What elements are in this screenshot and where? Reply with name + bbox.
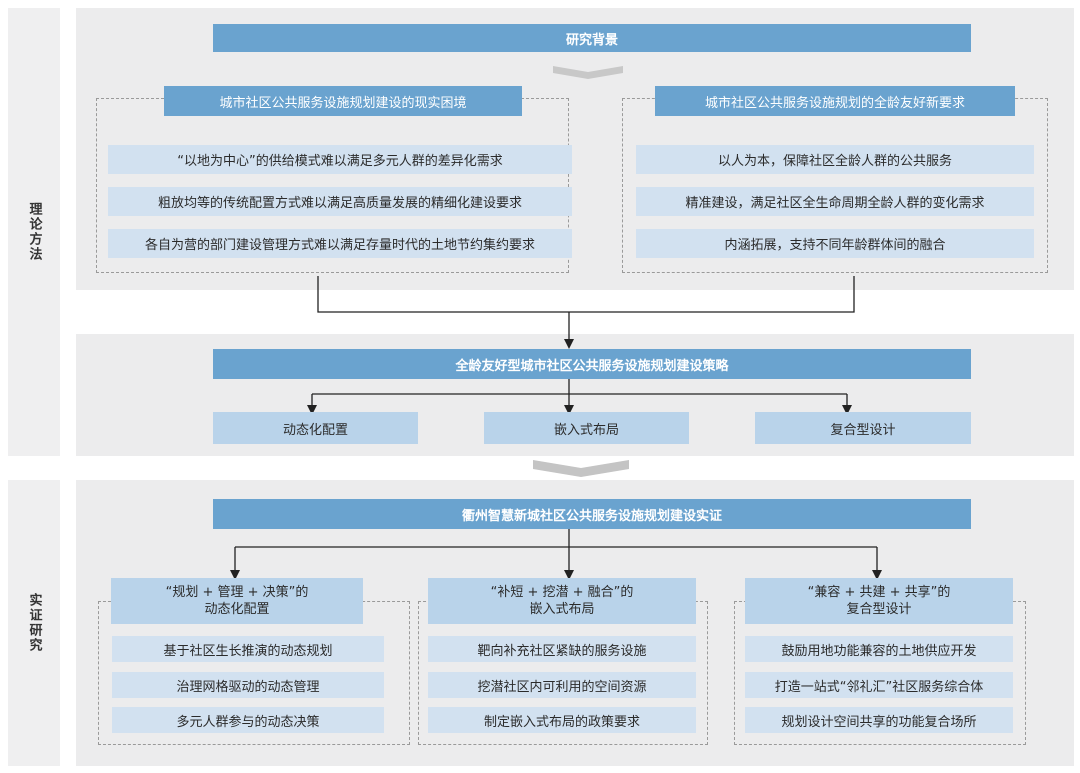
group1-heading-line1: “规划 + 管理 + 决策”的 [165,585,309,600]
group1-item-1: 基于社区生长推演的动态规划 [112,636,384,662]
side-label-empirical: 实证研究 [8,480,60,766]
left-item-3: 各自为营的部门建设管理方式难以满足存量时代的土地节约集约要求 [108,229,572,258]
group2-heading-line1: “补短 + 挖潜 + 融合”的 [490,585,634,600]
group3-item-1: 鼓励用地功能兼容的土地供应开发 [745,636,1013,662]
left-item-1: “以地为中心”的供给模式难以满足多元人群的差异化需求 [108,145,572,174]
group2-item-1: 靶向补充社区紧缺的服务设施 [428,636,696,662]
research-background-bar: 研究背景 [213,24,971,52]
group3-heading: “兼容 + 共建 + 共享”的 复合型设计 [745,578,1013,624]
chevron-down-icon [533,460,629,477]
right-item-2: 精准建设，满足社区全生命周期全龄人群的变化需求 [636,187,1034,216]
group3-item-2: 打造一站式“邻礼汇”社区服务综合体 [745,672,1013,698]
group1-item-2: 治理网格驱动的动态管理 [112,672,384,698]
group1-heading: “规划 + 管理 + 决策”的 动态化配置 [111,578,363,624]
right-heading: 城市社区公共服务设施规划的全龄友好新要求 [655,86,1015,116]
strategy-item-1: 动态化配置 [213,412,418,444]
strategy-bar: 全龄友好型城市社区公共服务设施规划建设策略 [213,349,971,379]
left-heading: 城市社区公共服务设施规划建设的现实困境 [164,86,522,116]
group2-item-2: 挖潜社区内可利用的空间资源 [428,672,696,698]
group1-heading-line2: 动态化配置 [204,602,270,617]
side-label-theory: 理论方法 [8,8,60,456]
chevron-down-icon [553,66,623,79]
group3-heading-line1: “兼容 + 共建 + 共享”的 [807,585,951,600]
strategy-item-2: 嵌入式布局 [484,412,689,444]
right-item-1: 以人为本，保障社区全龄人群的公共服务 [636,145,1034,174]
group2-heading: “补短 + 挖潜 + 融合”的 嵌入式布局 [428,578,696,624]
group2-heading-line2: 嵌入式布局 [529,602,595,617]
right-item-3: 内涵拓展，支持不同年龄群体间的融合 [636,229,1034,258]
group3-heading-line2: 复合型设计 [846,602,912,617]
group3-item-3: 规划设计空间共享的功能复合场所 [745,707,1013,733]
empirical-bar: 衢州智慧新城社区公共服务设施规划建设实证 [213,499,971,529]
strategy-item-3: 复合型设计 [755,412,971,444]
group1-item-3: 多元人群参与的动态决策 [112,707,384,733]
left-item-2: 粗放均等的传统配置方式难以满足高质量发展的精细化建设要求 [108,187,572,216]
group2-item-3: 制定嵌入式布局的政策要求 [428,707,696,733]
